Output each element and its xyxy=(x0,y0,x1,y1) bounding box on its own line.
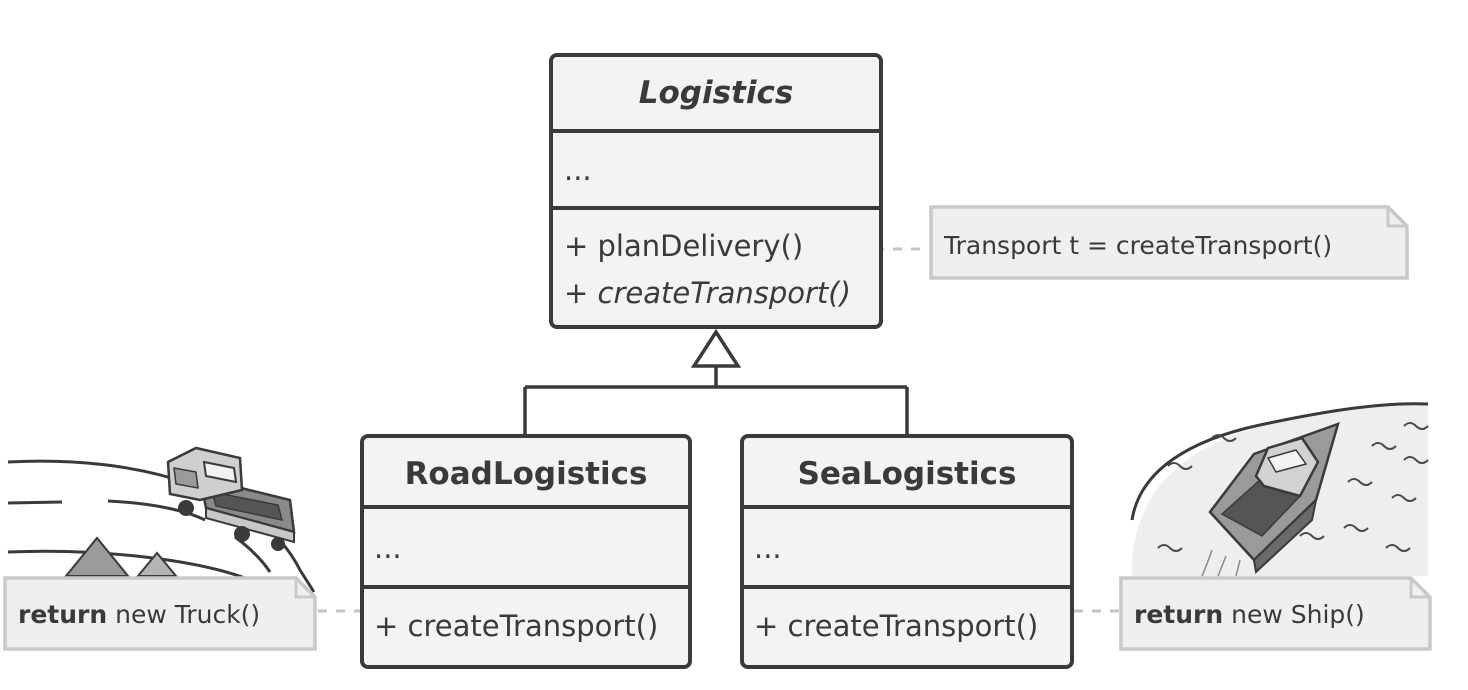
note-sea: return new Ship() xyxy=(1119,576,1432,651)
note-plan-delivery: Transport t = createTransport() xyxy=(929,205,1409,280)
road-logistics-method-create-transport: + createTransport() xyxy=(374,609,658,643)
road-logistics-fields: ... xyxy=(374,531,402,565)
logistics-method-plan-delivery: + planDelivery() xyxy=(564,229,803,263)
road-note-text: return new Truck() xyxy=(18,600,260,629)
ship-on-sea-icon xyxy=(1130,402,1429,577)
sea-note-keyword: return xyxy=(1134,600,1223,629)
class-sea-logistics[interactable]: SeaLogistics ... + createTransport() xyxy=(740,434,1074,669)
road-note-expression: new Truck() xyxy=(107,600,260,629)
sea-note-text: return new Ship() xyxy=(1134,600,1365,629)
road-note-keyword: return xyxy=(18,600,107,629)
road-logistics-class-name: RoadLogistics xyxy=(405,456,648,492)
sea-logistics-fields: ... xyxy=(754,531,782,565)
sea-note-expression: new Ship() xyxy=(1223,600,1365,629)
logistics-class-name: Logistics xyxy=(639,75,794,111)
truck-on-road-icon xyxy=(7,446,316,593)
class-logistics[interactable]: Logistics ... + planDelivery() + createT… xyxy=(549,53,883,329)
note-road: return new Truck() xyxy=(3,576,317,651)
inheritance-arrow xyxy=(523,328,909,436)
generalization-triangle xyxy=(690,328,742,368)
plan-delivery-note-text: Transport t = createTransport() xyxy=(943,231,1332,260)
sea-logistics-class-name: SeaLogistics xyxy=(798,456,1017,492)
sea-logistics-method-create-transport: + createTransport() xyxy=(754,609,1038,643)
logistics-method-create-transport: + createTransport() xyxy=(564,276,851,310)
logistics-fields: ... xyxy=(564,153,592,187)
class-road-logistics[interactable]: RoadLogistics ... + createTransport() xyxy=(360,434,692,669)
